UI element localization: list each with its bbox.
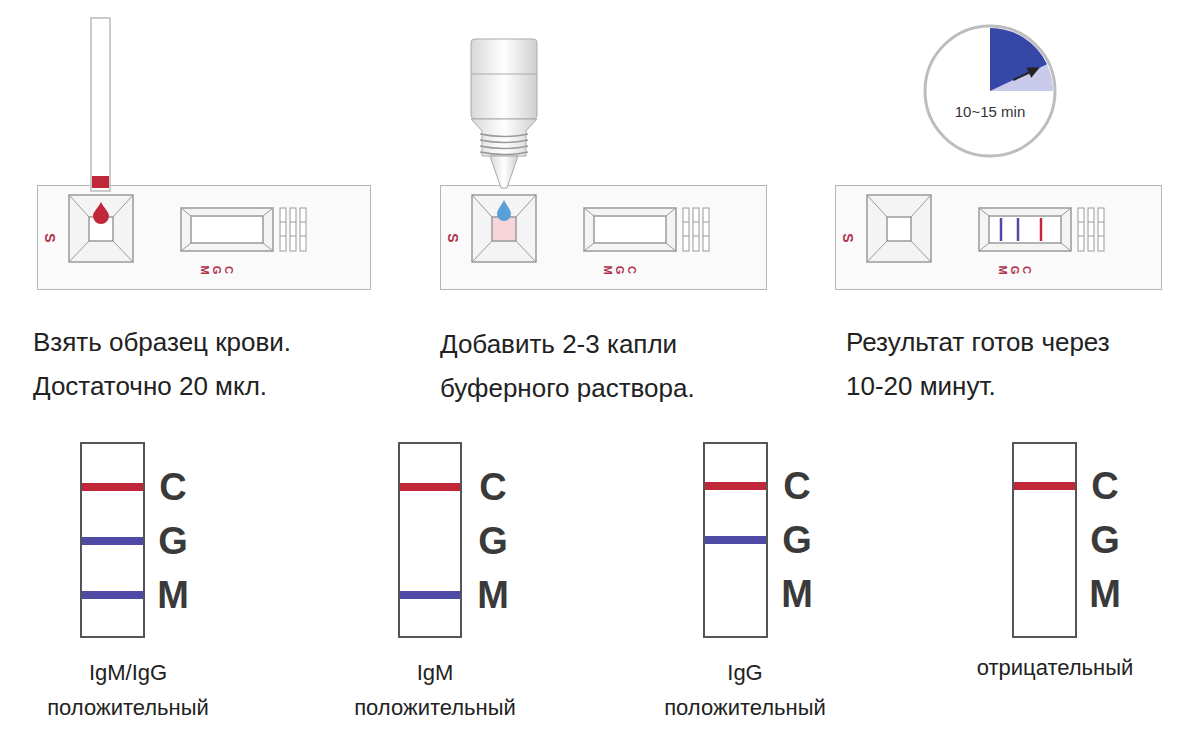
cassette-mark: C: [626, 266, 637, 274]
strip-art: [80, 442, 145, 638]
line-letter: G: [158, 522, 188, 560]
test-cassette: S MGC: [440, 185, 767, 290]
result-strip: CGM: [703, 442, 768, 638]
line-letter: C: [1091, 467, 1118, 505]
cassette-art: [441, 186, 768, 291]
cassette-mark: G: [614, 266, 625, 275]
step-caption: Добавить 2-3 капли буферного раствора.: [440, 322, 770, 410]
cassette-mark: M: [199, 265, 210, 274]
line-letter: M: [1089, 575, 1121, 613]
cassette-art: [836, 186, 1163, 291]
cassette-mark: C: [223, 266, 234, 274]
result-caption: отрицательный: [955, 650, 1155, 685]
line-letter: G: [1090, 521, 1120, 559]
cassette-mark: M: [997, 265, 1008, 274]
step-caption: Взять образец крови. Достаточно 20 мкл.: [33, 320, 373, 408]
strip-art: [703, 442, 768, 638]
result-caption: IgM положительный: [345, 655, 525, 725]
result-strip: CGM: [80, 442, 145, 638]
line-letter: M: [781, 575, 813, 613]
cassette-mark: G: [1009, 266, 1020, 275]
strip-art: [398, 442, 462, 638]
line-letter: M: [477, 576, 509, 614]
cassette-art: [38, 186, 372, 291]
cassette-mark: G: [211, 266, 222, 275]
cassette-mark: S: [446, 233, 460, 242]
cassette-mark: C: [1021, 266, 1032, 274]
time-label: 10~15 min: [955, 104, 1025, 119]
clock-art: [923, 24, 1057, 158]
line-letter: C: [159, 468, 186, 506]
strip-art: [1012, 442, 1077, 638]
result-strip: CGM: [1012, 442, 1077, 638]
line-letter: G: [782, 521, 812, 559]
result-strip: CGM: [398, 442, 462, 638]
cassette-mark: S: [43, 233, 57, 242]
line-letter: C: [479, 468, 506, 506]
result-caption: IgM/IgG положительный: [28, 655, 228, 725]
line-letter: C: [783, 467, 810, 505]
test-cassette: S MGC: [835, 185, 1162, 290]
test-cassette: S MGC: [37, 185, 371, 290]
timer-clock: 10~15 min: [923, 24, 1057, 158]
line-letter: M: [157, 576, 189, 614]
result-caption: IgG положительный: [655, 655, 835, 725]
step-caption: Результат готов через 10-20 минут.: [846, 320, 1146, 408]
line-letter: G: [478, 522, 508, 560]
cassette-mark: M: [602, 265, 613, 274]
cassette-mark: S: [841, 233, 855, 242]
